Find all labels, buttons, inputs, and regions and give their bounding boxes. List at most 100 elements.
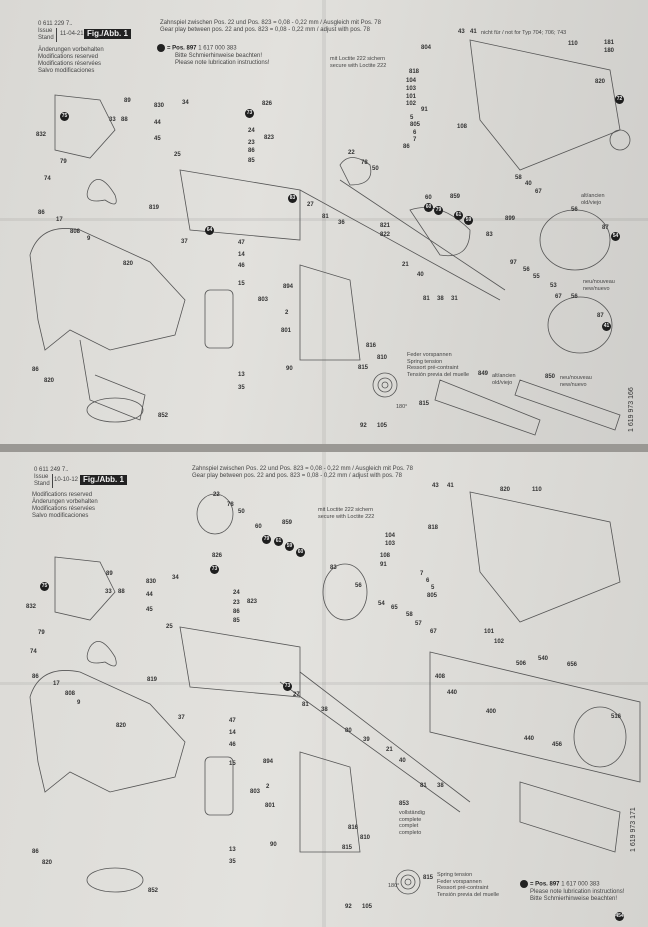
spring-tension-line: Spring tension bbox=[407, 358, 443, 365]
part-number-label: 67 bbox=[555, 294, 562, 300]
part-number-label: 101 bbox=[484, 629, 495, 635]
part-number-label: 41 bbox=[470, 29, 477, 35]
lubrication-point-marker: 79 bbox=[434, 206, 443, 215]
part-number-label: 180 bbox=[604, 48, 615, 54]
part-number-label: 820 bbox=[116, 723, 127, 729]
lubrication-line: Bitte Schmierhinweise beachten! bbox=[175, 52, 263, 59]
part-number-label: 14 bbox=[238, 252, 245, 258]
part-number-label: 540 bbox=[538, 656, 549, 662]
part-number-label: 35 bbox=[229, 859, 236, 865]
part-number-label: 81 bbox=[423, 296, 430, 302]
part-number-label: 850 bbox=[545, 374, 556, 380]
part-number-label: 89 bbox=[124, 98, 131, 104]
part-number-label: 820 bbox=[595, 79, 606, 85]
part-number-label: 15 bbox=[238, 281, 245, 287]
part-number-label: 105 bbox=[362, 904, 373, 910]
part-number-label: 516 bbox=[611, 714, 622, 720]
part-number-label: 27 bbox=[307, 202, 314, 208]
part-number-label: 9 bbox=[87, 236, 91, 242]
part-number-label: 78 bbox=[361, 160, 368, 166]
part-number-label: 820 bbox=[500, 487, 511, 493]
part-number-label: 108 bbox=[457, 124, 468, 130]
part-number-label: 2 bbox=[285, 310, 289, 316]
part-number-label: 47 bbox=[238, 240, 245, 246]
part-number-label: 43 bbox=[432, 483, 439, 489]
part-number-label: 86 bbox=[32, 367, 39, 373]
part-number-label: 808 bbox=[70, 229, 81, 235]
spring-tension-line: Ressort pré-contraint bbox=[407, 365, 459, 371]
part-number-label: 38 bbox=[321, 707, 328, 713]
part-number-label: 88 bbox=[121, 117, 128, 123]
exploded-view-drawing bbox=[29, 39, 631, 436]
modification-line: Modifications réservées bbox=[32, 506, 96, 512]
part-number-label: 55 bbox=[533, 274, 540, 280]
part-number-label: 81 bbox=[302, 702, 309, 708]
part-number-label: 97 bbox=[510, 260, 517, 266]
part-number-label: 35 bbox=[238, 385, 245, 391]
part-number-label: 103 bbox=[406, 86, 417, 92]
part-number-label: 44 bbox=[146, 592, 153, 598]
lubrication-point-marker: 61 bbox=[274, 537, 283, 546]
part-number-label: 60 bbox=[255, 524, 262, 530]
part-number-label: 110 bbox=[568, 41, 578, 47]
part-number-label: 810 bbox=[377, 355, 388, 361]
part-number-label: 819 bbox=[147, 677, 158, 683]
part-number-label: 89 bbox=[106, 571, 113, 577]
modification-line: Modifications réservées bbox=[38, 61, 102, 67]
part-number-label: 81 bbox=[420, 783, 427, 789]
part-number-label: 91 bbox=[421, 107, 428, 113]
lubrication-point-marker: 73 bbox=[283, 682, 292, 691]
part-number-label: 21 bbox=[402, 262, 409, 268]
loctite-line: secure with Loctite 222 bbox=[318, 513, 375, 520]
part-number-label: 815 bbox=[423, 875, 434, 881]
part-number-label: 65 bbox=[391, 605, 398, 611]
lubrication-pos: = Pos. 897 bbox=[530, 881, 560, 888]
part-number-label: 808 bbox=[65, 691, 76, 697]
part-number-label: 85 bbox=[233, 618, 240, 624]
not-for-note: nicht für / not for Typ 704; 706; 743 bbox=[481, 30, 567, 36]
spring-tension-note: Feder vorspannen Spring tension Ressort … bbox=[407, 352, 469, 378]
part-number-label: 22 bbox=[348, 150, 355, 156]
lubrication-point-marker: 61 bbox=[454, 211, 463, 220]
lubrication-code: 1 617 000 383 bbox=[198, 45, 237, 52]
lubrication-point-marker: 54 bbox=[611, 232, 620, 241]
part-number-label: 102 bbox=[406, 101, 417, 107]
part-number-label: 801 bbox=[281, 328, 292, 334]
part-number-label: 859 bbox=[282, 520, 293, 526]
lubrication-point-marker: 64 bbox=[205, 226, 214, 235]
part-number-label: 90 bbox=[270, 842, 277, 848]
modifications-notice: Änderungen vorbehalten Modifications res… bbox=[38, 47, 104, 75]
part-number-label: 83 bbox=[486, 232, 493, 238]
part-number-label: 86 bbox=[38, 210, 45, 216]
document-number: 1 619 973 171 bbox=[630, 807, 637, 852]
spring-tension-line: Ressort pré-contraint bbox=[437, 885, 489, 891]
part-number-label: 92 bbox=[360, 423, 367, 429]
part-number-label: 50 bbox=[238, 509, 245, 515]
part-number-label: 823 bbox=[264, 135, 275, 141]
part-number-label: 17 bbox=[56, 217, 63, 223]
lubrication-marker-icon bbox=[157, 44, 165, 52]
part-number-label: 830 bbox=[146, 579, 157, 585]
part-number-label: 849 bbox=[478, 371, 489, 377]
part-number-label: 826 bbox=[262, 101, 273, 107]
gear-play-line: Gear play between pos. 22 and pos. 823 =… bbox=[192, 473, 402, 479]
modifications-notice: Modifications reserved Änderungen vorbeh… bbox=[32, 492, 98, 520]
part-number-label: 45 bbox=[154, 136, 161, 142]
issue-label: Issue Stand bbox=[38, 28, 57, 42]
part-number-label: 79 bbox=[38, 630, 45, 636]
part-number-label: 820 bbox=[123, 261, 134, 267]
part-number-label: 33 bbox=[105, 589, 112, 595]
part-number-label: 815 bbox=[419, 401, 430, 407]
part-number-label: 822 bbox=[380, 232, 391, 238]
lubrication-note: = Pos. 897 1 617 000 383 Please note lub… bbox=[520, 880, 624, 903]
part-number-label: 37 bbox=[178, 715, 185, 721]
part-number-label: 86 bbox=[233, 609, 240, 615]
part-number-label: 85 bbox=[248, 158, 255, 164]
part-number-label: 40 bbox=[399, 758, 406, 764]
part-number-label: 56 bbox=[355, 583, 362, 589]
part-number-label: 14 bbox=[229, 730, 236, 736]
part-number-label: 819 bbox=[149, 205, 160, 211]
part-number-label: 103 bbox=[385, 541, 396, 547]
old-new-849: alt/ancien old/viejo bbox=[492, 373, 516, 386]
complete-line: complete bbox=[399, 816, 422, 823]
